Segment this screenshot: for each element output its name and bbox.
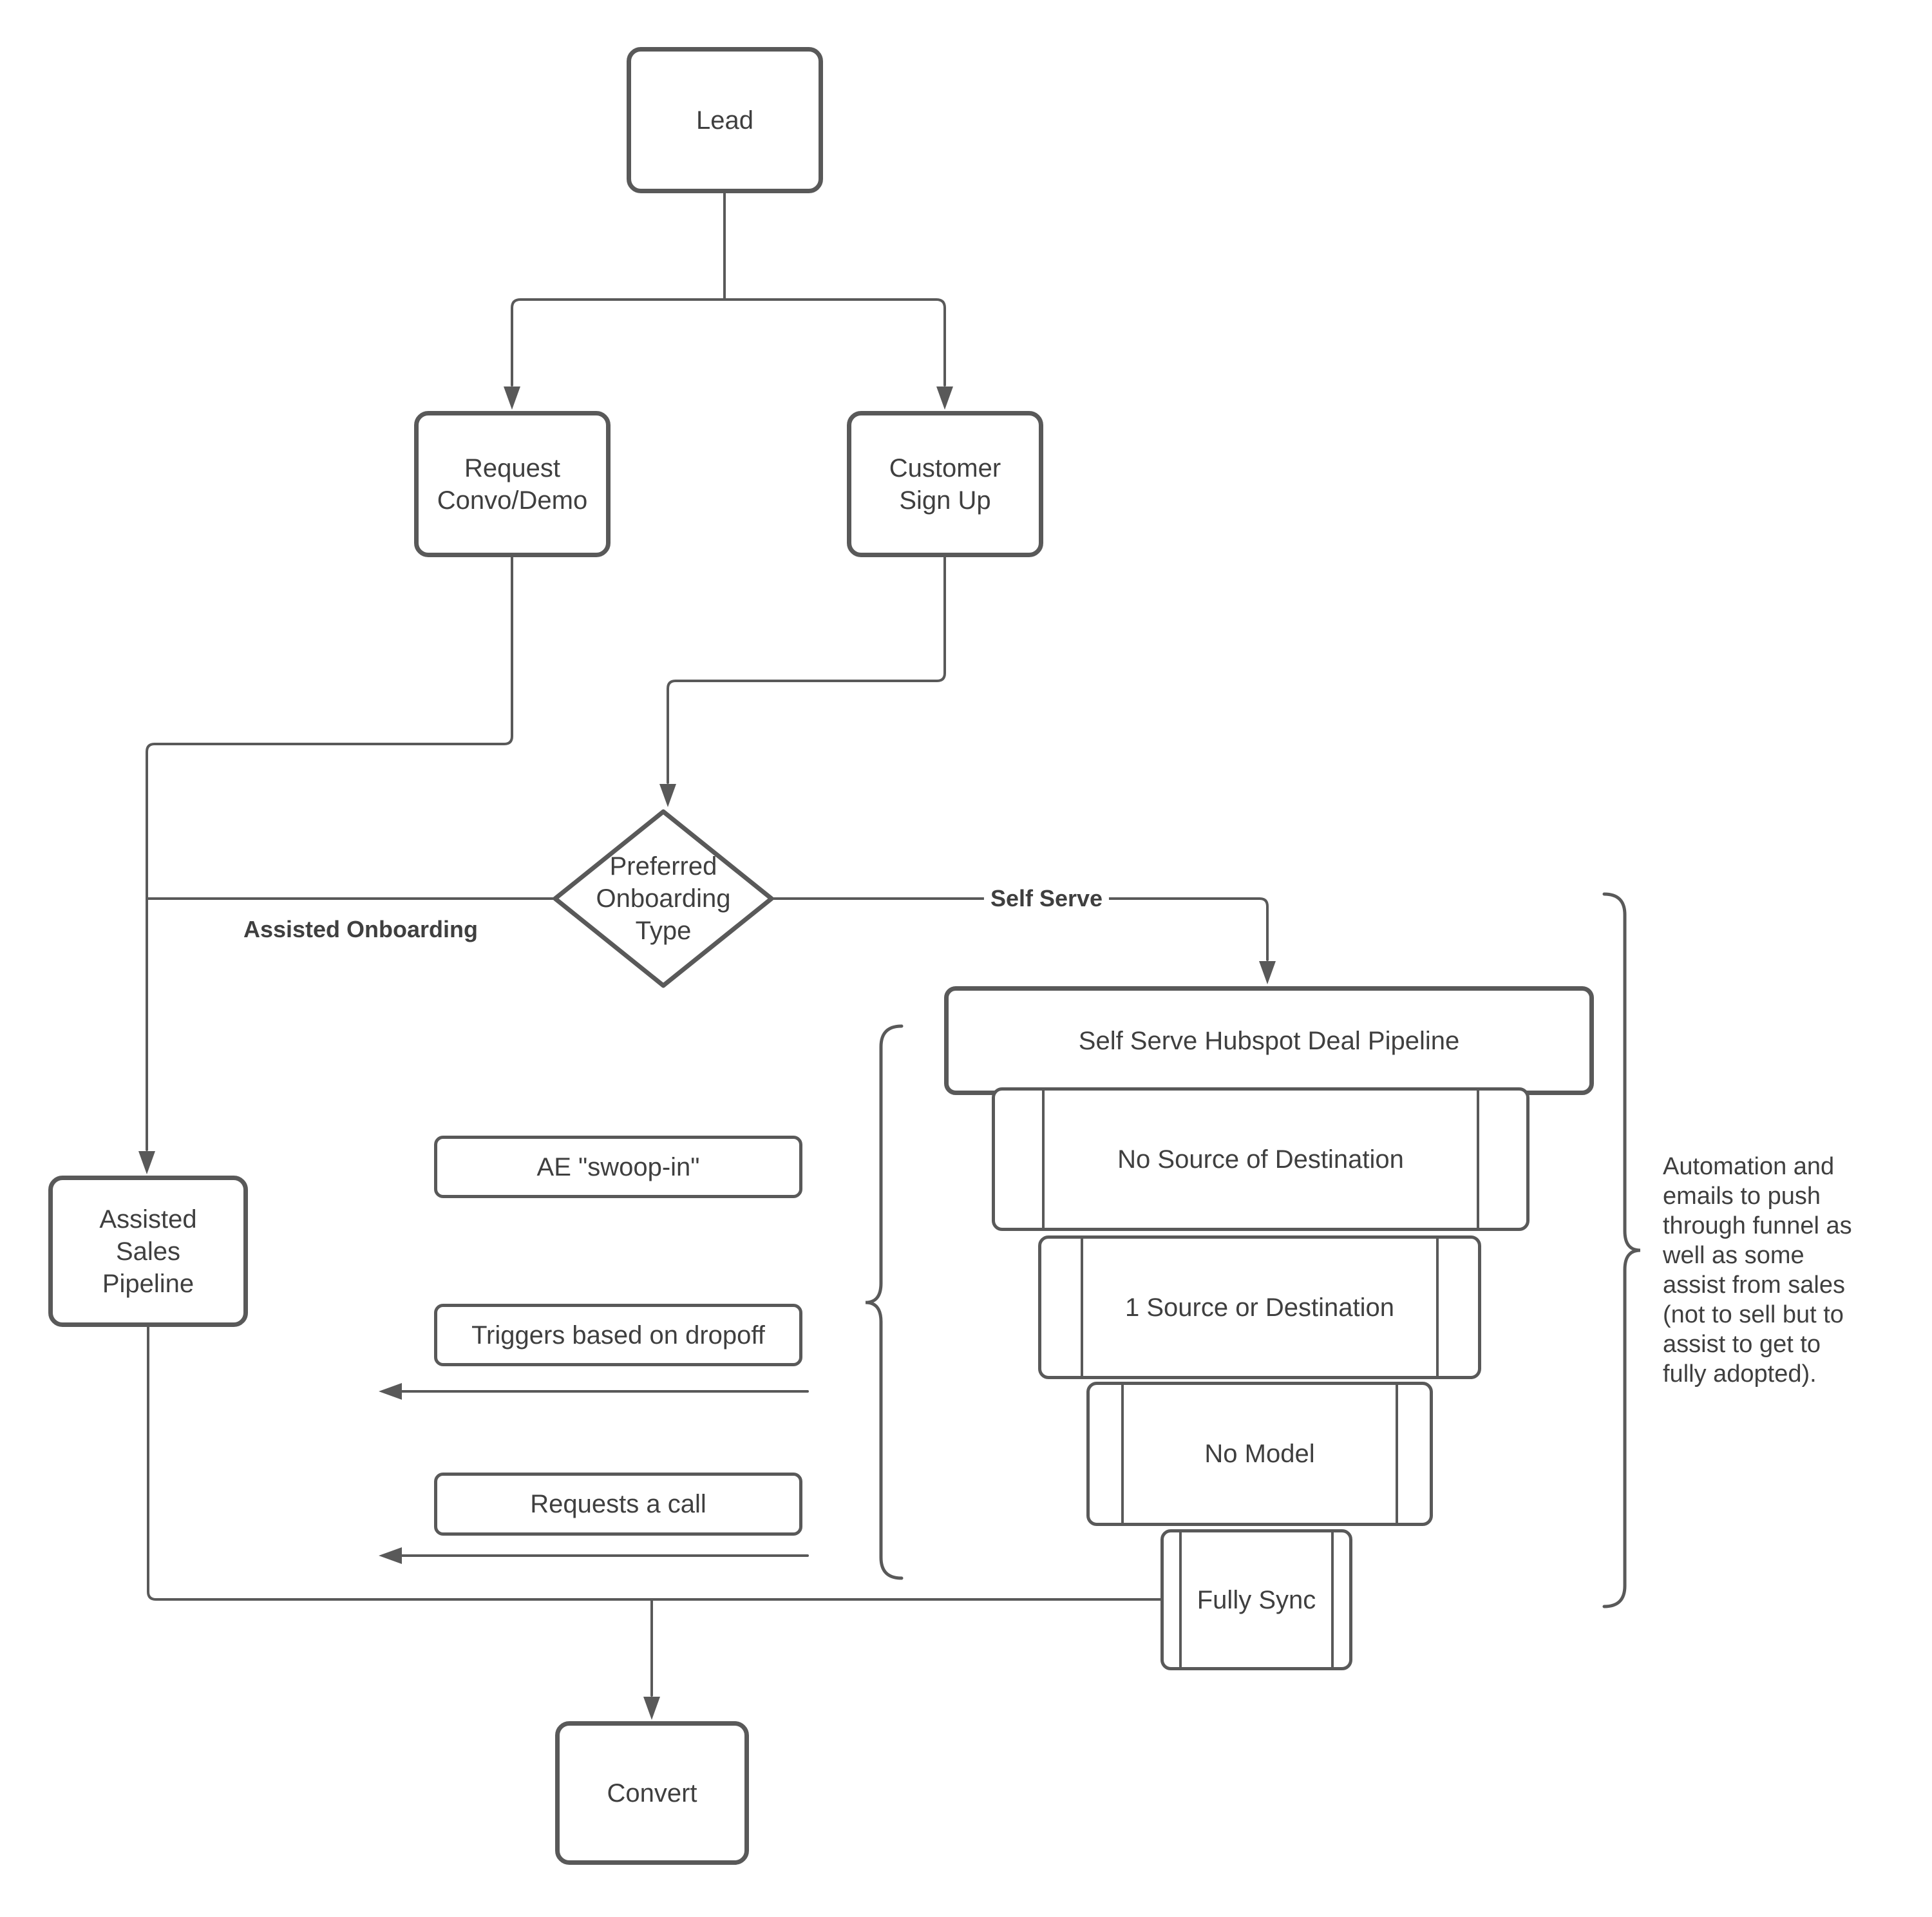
funnel-step-one-source: 1 Source or Destination: [1038, 1235, 1481, 1379]
funnel-step-fully-sync: Fully Sync: [1160, 1529, 1352, 1670]
edge-signup-to-decision: [667, 556, 946, 784]
funnel-step-no-source-left-line: [1042, 1091, 1045, 1228]
node-requests-a-call: Requests a call: [434, 1473, 802, 1536]
edge-label-self-serve: Self Serve: [983, 885, 1110, 912]
arrowhead-to-convert: [643, 1697, 660, 1720]
funnel-step-no-model-label: No Model: [1204, 1440, 1315, 1468]
node-triggers-dropoff: Triggers based on dropoff: [434, 1304, 802, 1366]
node-triggers-dropoff-label: Triggers based on dropoff: [471, 1321, 765, 1350]
funnel-step-fully-sync-right-line: [1331, 1532, 1334, 1667]
node-decision-label: Preferred Onboarding Type: [596, 852, 731, 945]
arrowhead-to-pipeline: [1259, 961, 1276, 984]
funnel-step-no-source-right-line: [1477, 1091, 1479, 1228]
edge-label-self-serve-text: Self Serve: [990, 885, 1103, 911]
arrowhead-dropoff: [379, 1383, 402, 1400]
arrowhead-to-signup: [936, 386, 953, 410]
left-curly-brace: [865, 1024, 904, 1580]
node-request-convo-demo-label: Request Convo/Demo: [437, 453, 588, 515]
funnel-step-fully-sync-left-line: [1179, 1532, 1182, 1667]
arrowhead-requestcall: [379, 1547, 402, 1564]
edge-label-assisted-onboarding-text: Assisted Onboarding: [243, 916, 478, 942]
funnel-step-no-source: No Source of Destination: [992, 1087, 1530, 1231]
node-customer-sign-up-label: Customer Sign Up: [889, 453, 1001, 515]
node-lead-label: Lead: [696, 106, 753, 135]
funnel-step-no-model-left-line: [1121, 1385, 1124, 1523]
funnel-step-fully-sync-label: Fully Sync: [1197, 1585, 1316, 1614]
funnel-step-no-model: No Model: [1086, 1382, 1433, 1526]
edge-lead-split-bar: [511, 298, 946, 386]
node-selfserve-hubspot-pipeline-label: Self Serve Hubspot Deal Pipeline: [1078, 1026, 1460, 1055]
decision-diamond-shape: [553, 809, 774, 988]
funnel-step-one-source-right-line: [1436, 1239, 1439, 1376]
funnel-step-one-source-left-line: [1081, 1239, 1083, 1376]
funnel-annotation-text: Automation and emails to push through fu…: [1663, 1122, 1920, 1389]
node-convert: Convert: [555, 1721, 749, 1865]
edge-request-to-assisted: [146, 556, 513, 1151]
funnel-annotation-text-content: Automation and emails to push through fu…: [1663, 1153, 1852, 1388]
node-requests-a-call-label: Requests a call: [530, 1490, 706, 1518]
node-assisted-sales-pipeline-label: Assisted Sales Pipeline: [99, 1205, 197, 1298]
node-lead: Lead: [627, 47, 823, 193]
arrowhead-to-assisted: [138, 1151, 155, 1174]
edge-assisted-to-merge: [147, 1326, 1162, 1601]
node-request-convo-demo: Request Convo/Demo: [414, 411, 611, 557]
node-selfserve-hubspot-pipeline: Self Serve Hubspot Deal Pipeline: [944, 986, 1594, 1095]
arrowhead-to-request: [504, 386, 520, 410]
right-curly-brace: [1602, 892, 1641, 1608]
node-convert-label: Convert: [607, 1779, 697, 1807]
arrowhead-to-decision: [659, 784, 676, 807]
funnel-step-no-source-label: No Source of Destination: [1117, 1145, 1404, 1174]
funnel-step-one-source-label: 1 Source or Destination: [1124, 1293, 1394, 1322]
node-decision-label-wrap: Preferred Onboarding Type: [567, 818, 760, 979]
node-assisted-sales-pipeline: Assisted Sales Pipeline: [48, 1176, 248, 1327]
node-ae-swoop-in-label: AE "swoop-in": [536, 1152, 700, 1181]
node-ae-swoop-in: AE "swoop-in": [434, 1136, 802, 1198]
edge-decision-selfserve: [770, 897, 1269, 961]
node-customer-sign-up: Customer Sign Up: [847, 411, 1043, 557]
edge-label-assisted-onboarding: Assisted Onboarding: [243, 916, 478, 943]
funnel-step-no-model-right-line: [1396, 1385, 1398, 1523]
